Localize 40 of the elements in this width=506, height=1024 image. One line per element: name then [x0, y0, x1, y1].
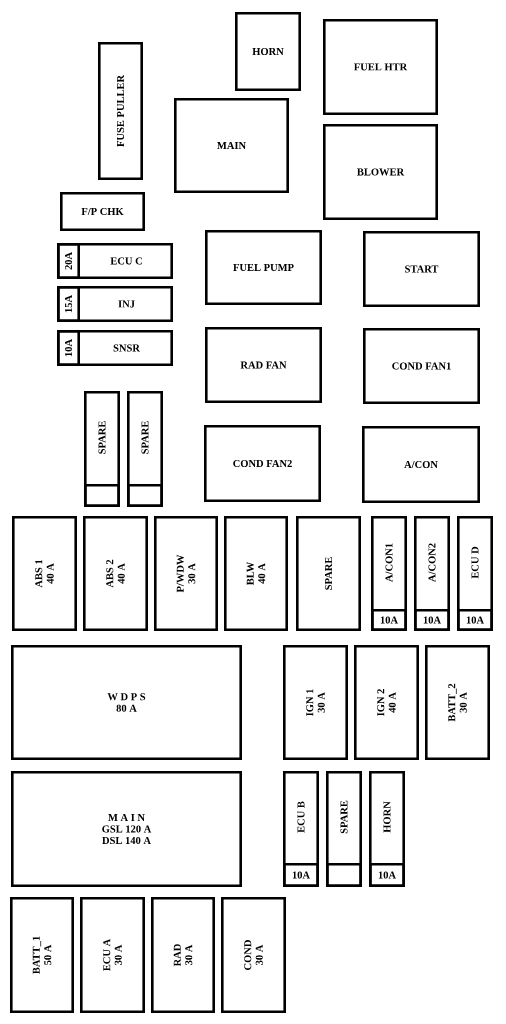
empty-cell	[84, 484, 120, 507]
fuse-box: BLW 40 A	[224, 516, 288, 631]
fuse-box: SPARE	[296, 516, 361, 631]
empty-cell	[326, 863, 362, 887]
fuse-box: M A I N GSL 120 A DSL 140 A	[11, 771, 242, 887]
fuse-box: IGN 2 40 A	[354, 645, 419, 760]
fuse-box: P/WDW 30 A	[154, 516, 218, 631]
fuse-box: COND 30 A	[221, 897, 286, 1013]
fuse-box: FUEL HTR	[323, 19, 438, 115]
fuse-box: ECU A 30 A	[80, 897, 145, 1013]
fuse-box: COND FAN1	[363, 328, 480, 404]
rating-cell: 10A	[283, 863, 319, 887]
fuse-box: RAD 30 A	[151, 897, 215, 1013]
fuse-box: RAD FAN	[205, 327, 322, 403]
fuse-box: START	[363, 231, 480, 307]
fuse-box: ABS 2 40 A	[83, 516, 148, 631]
rating-cell: 15A	[57, 286, 80, 322]
rating-cell: 10A	[57, 330, 80, 366]
rating-cell: 10A	[371, 609, 407, 631]
rating-cell: 10A	[457, 609, 493, 631]
fuse-box: F/P CHK	[60, 192, 145, 231]
fuse-box: HORN	[235, 12, 301, 91]
fuse-box: SPARE	[326, 771, 362, 887]
fuse-box: FUSE PULLER	[98, 42, 143, 180]
rating-cell: 20A	[57, 243, 80, 279]
fuse-box: BATT_2 30 A	[425, 645, 490, 760]
fuse-box: IGN 1 30 A	[283, 645, 348, 760]
fuse-box: W D P S 80 A	[11, 645, 242, 760]
fuse-box: SPARE	[84, 391, 120, 507]
fuse-box: ABS 1 40 A	[12, 516, 77, 631]
fuse-box: A/CON	[362, 426, 480, 503]
fuse-box: MAIN	[174, 98, 289, 193]
rating-cell: 10A	[414, 609, 450, 631]
fuse-box: FUEL PUMP	[205, 230, 322, 305]
fuse-box: BATT_1 50 A	[10, 897, 74, 1013]
fuse-box: BLOWER	[323, 124, 438, 220]
rating-cell: 10A	[369, 863, 405, 887]
empty-cell	[127, 484, 163, 507]
fuse-box: SPARE	[127, 391, 163, 507]
fuse-box: COND FAN2	[204, 425, 321, 502]
